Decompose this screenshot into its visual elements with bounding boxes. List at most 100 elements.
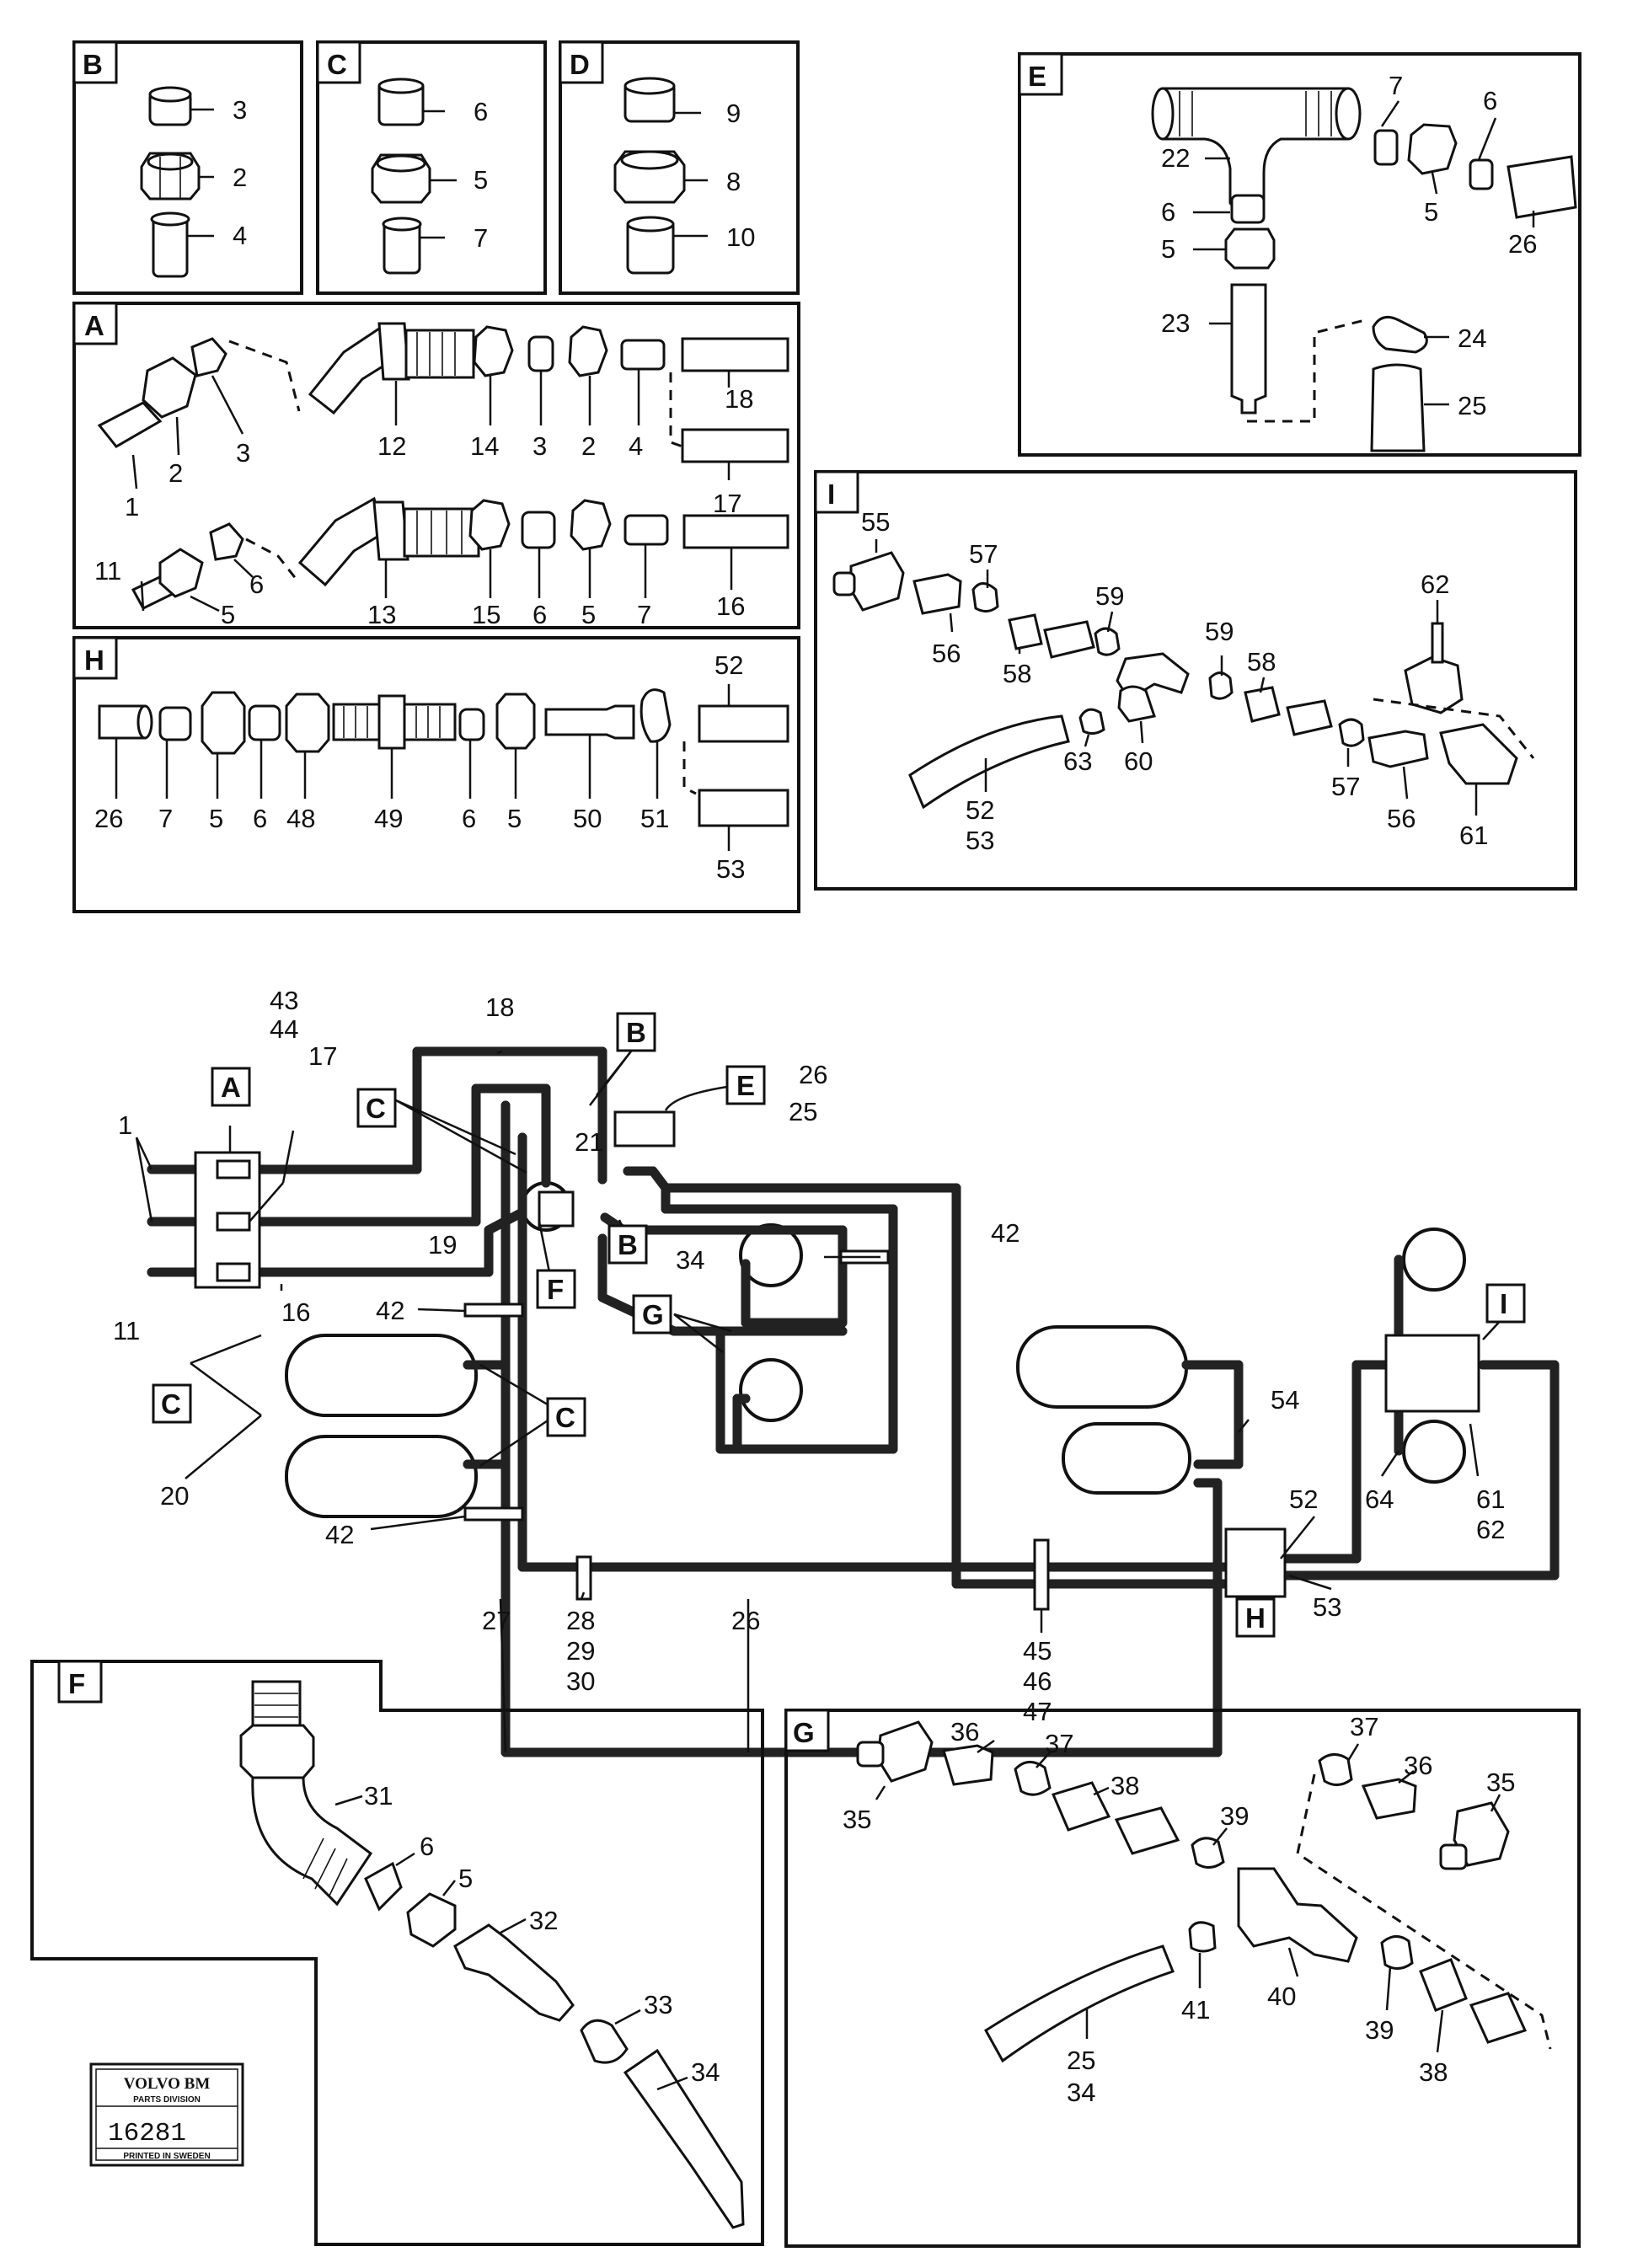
part-number-label: 40 [1267,1982,1296,2011]
air-tank [1016,1325,1188,1409]
part-number-label: 62 [1421,570,1449,599]
panel-g: G 36 37 35 38 37 36 [784,1709,1581,2248]
nut-part [371,153,431,204]
panel-d-tag: D [570,49,590,80]
part-number-label: 13 [367,600,396,629]
nipple-part [190,337,227,377]
pipe-part [1008,613,1043,650]
part-number-label: 42 [376,1296,404,1325]
elbow-union-part [297,496,480,587]
air-tank [285,1435,478,1518]
hose-clamp-part [1191,1837,1225,1869]
connector-block-part [1453,1801,1510,1867]
hose-nipple-part [912,573,962,615]
part-number-label: 36 [950,1717,979,1746]
part-number-label: 6 [249,570,264,599]
part-number-label: 10 [726,222,755,252]
panel-i-tag: I [827,479,835,510]
pipe-part [1244,686,1281,723]
part-number-label: 16 [716,591,745,621]
nut-part [1224,227,1276,270]
elbow-union-part [308,322,475,415]
stamp-number: 16281 [108,2119,186,2148]
svg-text:C: C [161,1388,181,1420]
hose-part [681,337,789,372]
part-number-label: 45 [1023,1636,1052,1666]
part-number-label: 5 [209,804,223,833]
brake-chamber [1402,1228,1466,1292]
panel-c-tag: C [327,49,347,80]
part-number-label: 18 [725,384,753,414]
part-number-label: 28 [566,1606,595,1635]
svg-text:G: G [642,1299,664,1330]
part-number-label: 26 [731,1606,760,1635]
panel-f: F 31 6 5 32 33 34 [30,1660,764,2246]
part-number-label: 2 [233,163,247,192]
part-number-label: 7 [474,223,488,253]
svg-text:C: C [555,1402,575,1433]
nipple-part [1373,129,1399,166]
nut-part [140,152,201,201]
part-number-label: 50 [573,804,602,833]
brake-valve-part [1404,622,1464,714]
sleeve-part [620,339,666,371]
panel-i: I 55 57 [814,470,1577,891]
nut-part [473,325,514,377]
union-fitting [216,1262,251,1282]
overview-tag-a: A [211,1067,251,1107]
pipe-end-part [97,401,163,448]
nipple-part [458,708,485,741]
part-number-label: 12 [377,431,406,461]
hose-clamp-part [1014,1761,1052,1796]
elbow-fitting [538,1190,575,1228]
part-number-label: 34 [691,2057,720,2087]
hose-nipple-part [1361,1778,1417,1820]
part-number-label: 6 [420,1832,434,1861]
part-number-label: 57 [969,539,998,569]
union-part [332,694,457,750]
hose-clamp-part [1380,1935,1414,1970]
sleeve-part [1469,158,1494,190]
part-number-label: 19 [428,1230,457,1260]
svg-text:B: B [626,1017,646,1048]
part-number-label: 20 [160,1481,189,1511]
svg-text:I: I [1500,1288,1507,1319]
part-number-label: 3 [233,95,247,125]
part-number-label: 34 [1067,2078,1095,2107]
panel-e: E 7 6 22 6 5 5 [1018,52,1581,457]
panel-a-tag: A [84,310,104,341]
part-number-label: 32 [529,1906,558,1935]
part-number-label: 38 [1110,1771,1139,1800]
hose-part [984,1944,1175,2063]
hose-nipple-part [1230,283,1267,415]
panel-d: D 9 8 10 [559,40,800,295]
connector-group-h [1224,1527,1287,1598]
pipe-part [1043,620,1095,659]
part-number-label: 17 [713,489,741,518]
part-number-label: 18 [485,992,514,1022]
part-number-label: 59 [1095,581,1124,611]
part-number-label: 3 [236,438,250,468]
part-number-label: 56 [932,639,961,668]
hose-part [682,514,789,549]
part-number-label: 64 [1365,1484,1394,1514]
pipe-clamp [463,1506,524,1522]
part-number-label: 42 [991,1218,1020,1248]
part-number-label: 11 [94,556,121,586]
panel-b: B 3 2 4 [72,40,303,295]
svg-text:A: A [221,1072,241,1103]
hose-clamp-part [640,688,672,743]
tee-fitting [613,1110,676,1147]
svg-text:H: H [1245,1602,1266,1634]
nut-part [158,548,204,598]
part-number-label: 34 [676,1245,704,1275]
part-number-label: 5 [507,804,522,833]
sleeve-part [150,211,190,278]
overview-tag-c: C [152,1383,192,1424]
overview-tag-c: C [356,1088,397,1128]
part-number-label: 3 [533,431,547,461]
part-number-label: 53 [1313,1592,1341,1622]
part-number-label: 60 [1124,746,1153,776]
